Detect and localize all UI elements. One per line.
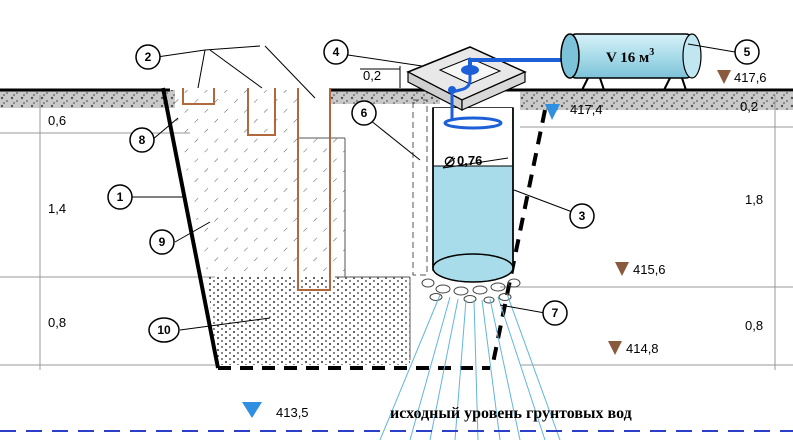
callout-2: 2	[135, 44, 161, 70]
tank-volume-label: V 16 м3	[606, 47, 654, 66]
groundwater-elevation: 413,5	[276, 405, 309, 420]
ground-surface	[0, 88, 793, 110]
groundwater-caption: исходный уровень грунтовых вод	[390, 405, 632, 422]
svg-text:417,6: 417,6	[734, 70, 767, 85]
svg-text:10: 10	[157, 323, 171, 337]
dim-right-middle: 1,8	[745, 192, 763, 207]
dim-left-middle: 1,4	[48, 201, 66, 216]
svg-text:5: 5	[744, 45, 751, 59]
callout-8: 8	[129, 127, 155, 153]
svg-text:1: 1	[117, 190, 124, 204]
dim-left-top: 0,6	[48, 113, 66, 128]
storage-tank: V 16 м3	[560, 33, 702, 91]
svg-text:417,4: 417,4	[570, 102, 603, 117]
elevation-well-top: 417,4	[545, 102, 603, 120]
callout-leaders	[128, 43, 736, 331]
groundwater-level: 413,5 исходный уровень грунтовых вод	[0, 402, 793, 432]
svg-text:415,6: 415,6	[633, 262, 666, 277]
filter-bed	[208, 276, 411, 365]
svg-text:7: 7	[552, 306, 559, 320]
svg-text:414,8: 414,8	[626, 341, 659, 356]
infiltration-well	[412, 99, 514, 283]
svg-text:9: 9	[159, 235, 166, 249]
well-diameter: 0,76	[457, 153, 482, 168]
elevation-well-bottom: 415,6	[615, 262, 666, 277]
svg-text:4: 4	[333, 45, 340, 59]
dimension-lines	[0, 95, 793, 370]
vent-pipes	[182, 88, 331, 291]
svg-text:2: 2	[145, 50, 152, 64]
settling-chamber	[170, 90, 346, 277]
dim-left-bottom: 0,8	[48, 315, 66, 330]
svg-text:8: 8	[139, 133, 146, 147]
callout-5: 5	[734, 39, 760, 65]
svg-text:6: 6	[361, 106, 368, 120]
callout-10: 10	[148, 317, 180, 343]
dim-right-bottom: 0,8	[745, 318, 763, 333]
gravel-stones	[421, 278, 521, 304]
svg-text:3: 3	[579, 209, 586, 223]
elevation-tank-ground: 417,6	[717, 70, 767, 85]
callout-3: 3	[569, 203, 595, 229]
elevation-filter-bottom: 414,8	[608, 341, 659, 356]
callout-1: 1	[107, 184, 133, 210]
callout-6: 6	[351, 100, 377, 126]
dim-right-top: 0,2	[740, 99, 758, 114]
callout-4: 4	[323, 39, 349, 65]
callout-7: 7	[542, 300, 568, 326]
callout-9: 9	[149, 229, 175, 255]
well-diameter-symbol: ∅	[444, 154, 455, 169]
seepage-lines	[379, 293, 561, 441]
blue-pipes	[443, 58, 565, 130]
dim-lid-height: 0,2	[363, 68, 381, 83]
